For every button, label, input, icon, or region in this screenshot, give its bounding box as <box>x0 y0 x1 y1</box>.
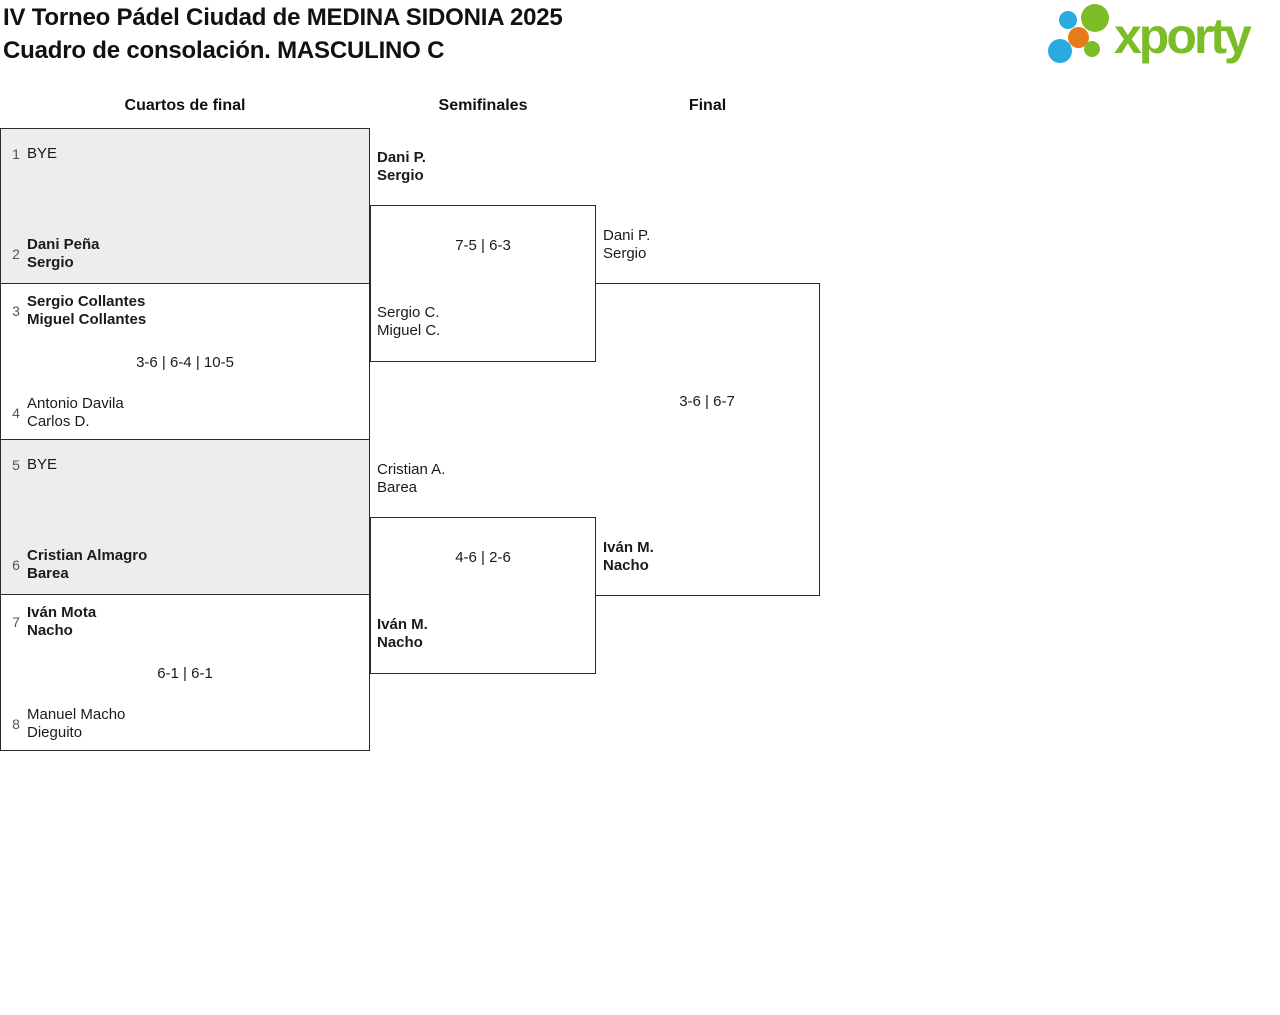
match-box-sf1: Dani P. Sergio 7-5 | 6-3 Sergio C. Migue… <box>370 149 596 362</box>
logo-dot-blue-small <box>1059 11 1077 29</box>
team-name-line: Miguel Collantes <box>27 310 147 328</box>
team-name-line: Dani P. <box>377 149 426 166</box>
team-name-line: Sergio <box>377 166 424 184</box>
advancing-team: Iván M. Nacho <box>377 616 428 651</box>
team-name-line: Dieguito <box>27 723 83 741</box>
round-header-final: Final <box>688 97 727 114</box>
seed-number: 2 <box>12 245 20 262</box>
team-names: Antonio Davila Carlos D. <box>27 395 124 430</box>
team-name-line: Nacho <box>603 556 649 574</box>
team-name-line: Cristian Almagro <box>27 547 148 564</box>
team-name-line: Carlos D. <box>27 412 90 430</box>
team-names: Dani Peña Sergio <box>27 236 100 271</box>
match-box-qf2: 3 Sergio Collantes Miguel Collantes 3-6 … <box>0 283 370 440</box>
logo-dot-orange <box>1068 27 1089 48</box>
team-names: Cristian Almagro Barea <box>27 547 147 582</box>
advancing-team: Iván M. Nacho <box>603 539 654 574</box>
team-name-line: Iván M. <box>603 539 654 556</box>
match-box-qf1: 1 BYE 2 Dani Peña Sergio <box>0 128 370 284</box>
advancing-team: Cristian A. Barea <box>377 461 445 496</box>
advancing-team: Dani P. Sergio <box>603 227 650 262</box>
team-entry: 8 Manuel Macho Dieguito <box>9 706 125 741</box>
team-name-line: Sergio Collantes <box>27 293 146 310</box>
seed-number: 8 <box>12 715 20 732</box>
team-names: Iván Mota Nacho <box>27 604 96 639</box>
team-entry: 2 Dani Peña Sergio <box>9 236 100 271</box>
advancing-team: Sergio C. Miguel C. <box>377 304 440 339</box>
match-box-qf3: 5 BYE 6 Cristian Almagro Barea <box>0 439 370 595</box>
page-title: IV Torneo Pádel Ciudad de MEDINA SIDONIA… <box>3 1 563 67</box>
match-score: 3-6 | 6-4 | 10-5 <box>136 354 234 371</box>
round-header-semifinals: Semifinales <box>438 97 528 114</box>
xporty-wordmark: xporty <box>1114 8 1252 64</box>
team-name-line: Dani P. <box>603 227 651 244</box>
team-entry: 3 Sergio Collantes Miguel Collantes <box>9 293 146 328</box>
seed-number: 6 <box>12 556 20 573</box>
logo-dot-green-large <box>1081 4 1109 32</box>
bracket-subtitle: Cuadro de consolación. MASCULINO C <box>3 37 445 64</box>
xporty-logo[interactable]: xporty <box>1048 4 1276 74</box>
seed-number: 3 <box>12 302 20 319</box>
team-name-line: Manuel Macho <box>27 706 126 723</box>
match-box-qf4: 7 Iván Mota Nacho 6-1 | 6-1 8 Manuel Mac… <box>0 594 370 751</box>
logo-dot-green-small <box>1084 41 1100 57</box>
team-name-line: Barea <box>377 478 418 496</box>
seed-number: 1 <box>12 145 20 162</box>
team-name-line: Sergio <box>27 253 74 271</box>
team-entry: 5 BYE <box>9 456 57 474</box>
team-name-line: Antonio Davila <box>27 395 124 412</box>
round-header-quarterfinals: Cuartos de final <box>124 97 246 114</box>
team-name-line: Sergio <box>603 244 647 262</box>
team-names: Sergio Collantes Miguel Collantes <box>27 293 146 328</box>
team-name-line: Sergio C. <box>377 304 440 321</box>
match-score: 7-5 | 6-3 <box>455 237 511 254</box>
team-name-line: Barea <box>27 564 69 582</box>
match-box-final: Dani P. Sergio 3-6 | 6-7 Iván M. Nacho <box>595 227 820 596</box>
team-name-line: Iván Mota <box>27 604 97 621</box>
team-names: BYE <box>27 456 57 474</box>
team-entry: 7 Iván Mota Nacho <box>9 604 96 639</box>
team-name-line: Miguel C. <box>377 321 441 339</box>
match-score: 3-6 | 6-7 <box>679 393 735 410</box>
team-name-line: Dani Peña <box>27 236 100 253</box>
team-name-line: BYE <box>27 145 58 162</box>
team-entry: 4 Antonio Davila Carlos D. <box>9 395 124 430</box>
team-entry: 1 BYE <box>9 145 57 163</box>
team-name-line: Cristian A. <box>377 461 446 478</box>
team-names: Manuel Macho Dieguito <box>27 706 125 741</box>
match-score: 4-6 | 2-6 <box>455 549 511 566</box>
logo-dot-blue-large <box>1048 39 1072 63</box>
advancing-team: Dani P. Sergio <box>377 149 426 184</box>
seed-number: 7 <box>12 613 20 630</box>
tournament-title: IV Torneo Pádel Ciudad de MEDINA SIDONIA… <box>3 4 563 31</box>
team-entry: 6 Cristian Almagro Barea <box>9 547 147 582</box>
team-names: BYE <box>27 145 57 163</box>
team-name-line: BYE <box>27 456 58 473</box>
seed-number: 5 <box>12 456 20 473</box>
team-name-line: Nacho <box>27 621 73 639</box>
match-score: 6-1 | 6-1 <box>157 665 213 682</box>
match-box-sf2: Cristian A. Barea 4-6 | 2-6 Iván M. Nach… <box>370 461 596 674</box>
team-name-line: Iván M. <box>377 616 428 633</box>
team-name-line: Nacho <box>377 633 423 651</box>
seed-number: 4 <box>12 404 20 421</box>
